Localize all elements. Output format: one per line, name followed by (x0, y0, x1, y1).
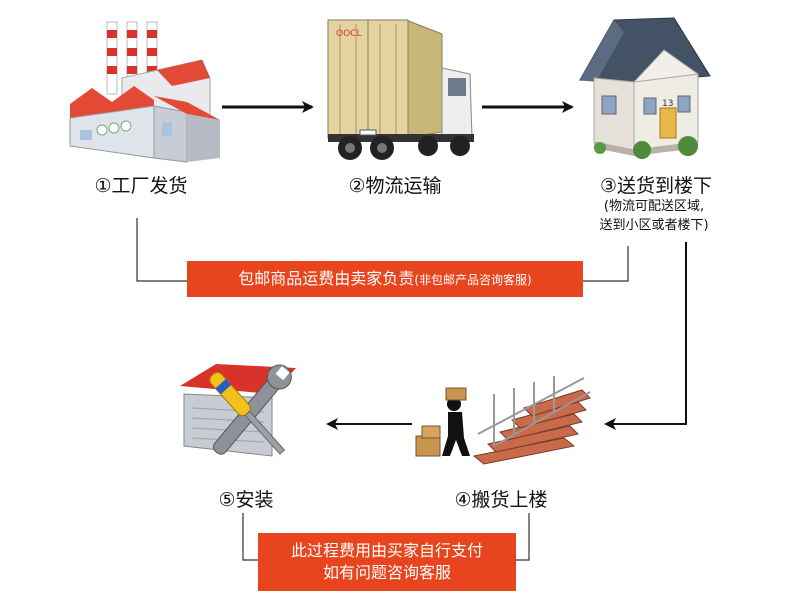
step-5-text: 安装 (235, 489, 274, 511)
buyer-pays-line2: 如有问题咨询客服 (322, 563, 451, 582)
step-3-note: (物流可配送区域, 送到小区或者楼下) (570, 197, 738, 235)
step-5-number: ⑤ (218, 489, 236, 511)
free-shipping-note: (非包邮产品咨询客服) (414, 273, 532, 287)
free-shipping-main: 包邮商品运费由卖家负责 (238, 269, 415, 288)
porter-stairs-icon (415, 376, 591, 465)
step-3-note-line1: (物流可配送区域, (603, 199, 705, 214)
buyer-pays-banner: 此过程费用由买家自行支付 如有问题咨询客服 (258, 533, 516, 591)
step-3-label: ③送货到楼下 (578, 171, 734, 198)
truck-icon: OOCL (327, 19, 474, 160)
step-1-label: ①工厂发货 (76, 171, 206, 198)
house-icon: 13 (579, 17, 711, 159)
step-5-label: ⑤安装 (196, 485, 296, 512)
free-shipping-banner: 包邮商品运费由卖家负责(非包邮产品咨询客服) (187, 261, 583, 297)
arrow-house-to-stairs (604, 242, 687, 430)
buyer-pays-line1: 此过程费用由买家自行支付 (290, 541, 483, 560)
step-3-text: 送货到楼下 (617, 175, 713, 197)
step-3-number: ③ (599, 175, 618, 197)
bracket-bottom-right (516, 513, 530, 561)
step-3-note-line2: 送到小区或者楼下) (599, 218, 709, 233)
bracket-top-right (583, 246, 629, 282)
step-2-label: ②物流运输 (330, 171, 460, 198)
step-1-text: 工厂发货 (111, 175, 188, 197)
svg-text:OOCL: OOCL (336, 29, 361, 39)
bracket-top-left (136, 218, 187, 282)
step-2-text: 物流运输 (365, 175, 442, 197)
step-1-number: ① (94, 175, 112, 197)
factory-icon (69, 21, 220, 163)
svg-text:13: 13 (662, 99, 673, 109)
tools-icon (180, 364, 296, 457)
step-4-text: 搬货上楼 (471, 489, 548, 511)
bracket-bottom-left (242, 513, 258, 561)
step-2-number: ② (348, 175, 366, 197)
step-4-label: ④搬货上楼 (436, 485, 566, 512)
step-4-number: ④ (454, 489, 472, 511)
